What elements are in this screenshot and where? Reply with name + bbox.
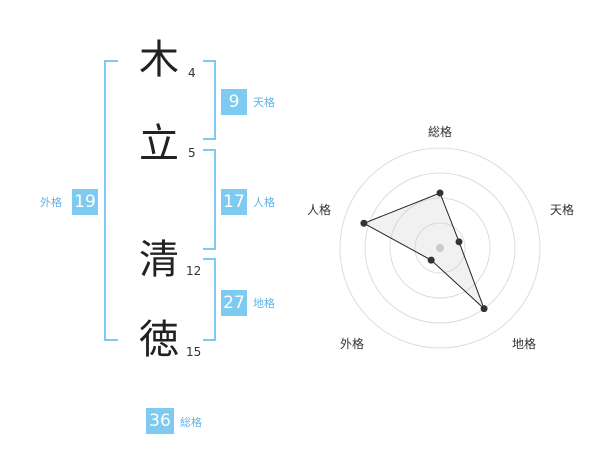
radar-axis-label-gaikaku: 外格 — [340, 337, 365, 351]
radar-point-1 — [455, 238, 463, 246]
radar-series-area — [362, 192, 485, 310]
tenkaku-value-badge: 9 — [221, 89, 247, 115]
chikaku-value-badge: 27 — [221, 290, 247, 316]
stroke-count-1: 4 — [188, 66, 196, 80]
stroke-count-2: 5 — [188, 146, 196, 160]
jinkaku-label: 人格 — [253, 196, 275, 209]
jinkaku-bracket — [203, 149, 216, 250]
radar-center-dot — [436, 244, 444, 252]
tenkaku-label: 天格 — [253, 96, 275, 109]
radar-point-2 — [480, 305, 488, 313]
radar-ring — [339, 147, 541, 349]
radar-points — [360, 189, 488, 313]
stroke-count-4: 15 — [186, 345, 202, 359]
radar-axis-label-chikaku: 地格 — [512, 337, 537, 351]
soukaku-label: 総格 — [180, 416, 202, 429]
radar-axis-label-jinkaku: 人格 — [307, 203, 332, 217]
name-char-4: 徳 — [139, 317, 179, 363]
radar-point-4 — [360, 219, 368, 227]
radar-axis-label-soukaku: 総格 — [428, 125, 453, 139]
radar-ring — [414, 222, 466, 274]
jinkaku-value-badge: 17 — [221, 189, 247, 215]
stroke-count-3: 12 — [186, 264, 202, 278]
tenkaku-bracket — [203, 60, 216, 140]
soukaku-value-badge: 36 — [146, 408, 174, 434]
radar-axis-label-tenkaku: 天格 — [550, 203, 575, 217]
name-char-3: 清 — [139, 237, 179, 283]
radar-rings — [339, 147, 541, 349]
name-char-1: 木 — [139, 37, 179, 83]
chikaku-label: 地格 — [253, 297, 275, 310]
radar-ring — [389, 197, 491, 299]
radar-ring — [364, 172, 516, 324]
gaikaku-bracket — [104, 60, 118, 341]
radar-point-3 — [427, 256, 435, 264]
gaikaku-label: 外格 — [40, 196, 62, 209]
chikaku-bracket — [203, 258, 216, 341]
name-char-2: 立 — [139, 121, 179, 167]
radar-point-0 — [436, 189, 444, 197]
gaikaku-value-badge: 19 — [72, 189, 98, 215]
